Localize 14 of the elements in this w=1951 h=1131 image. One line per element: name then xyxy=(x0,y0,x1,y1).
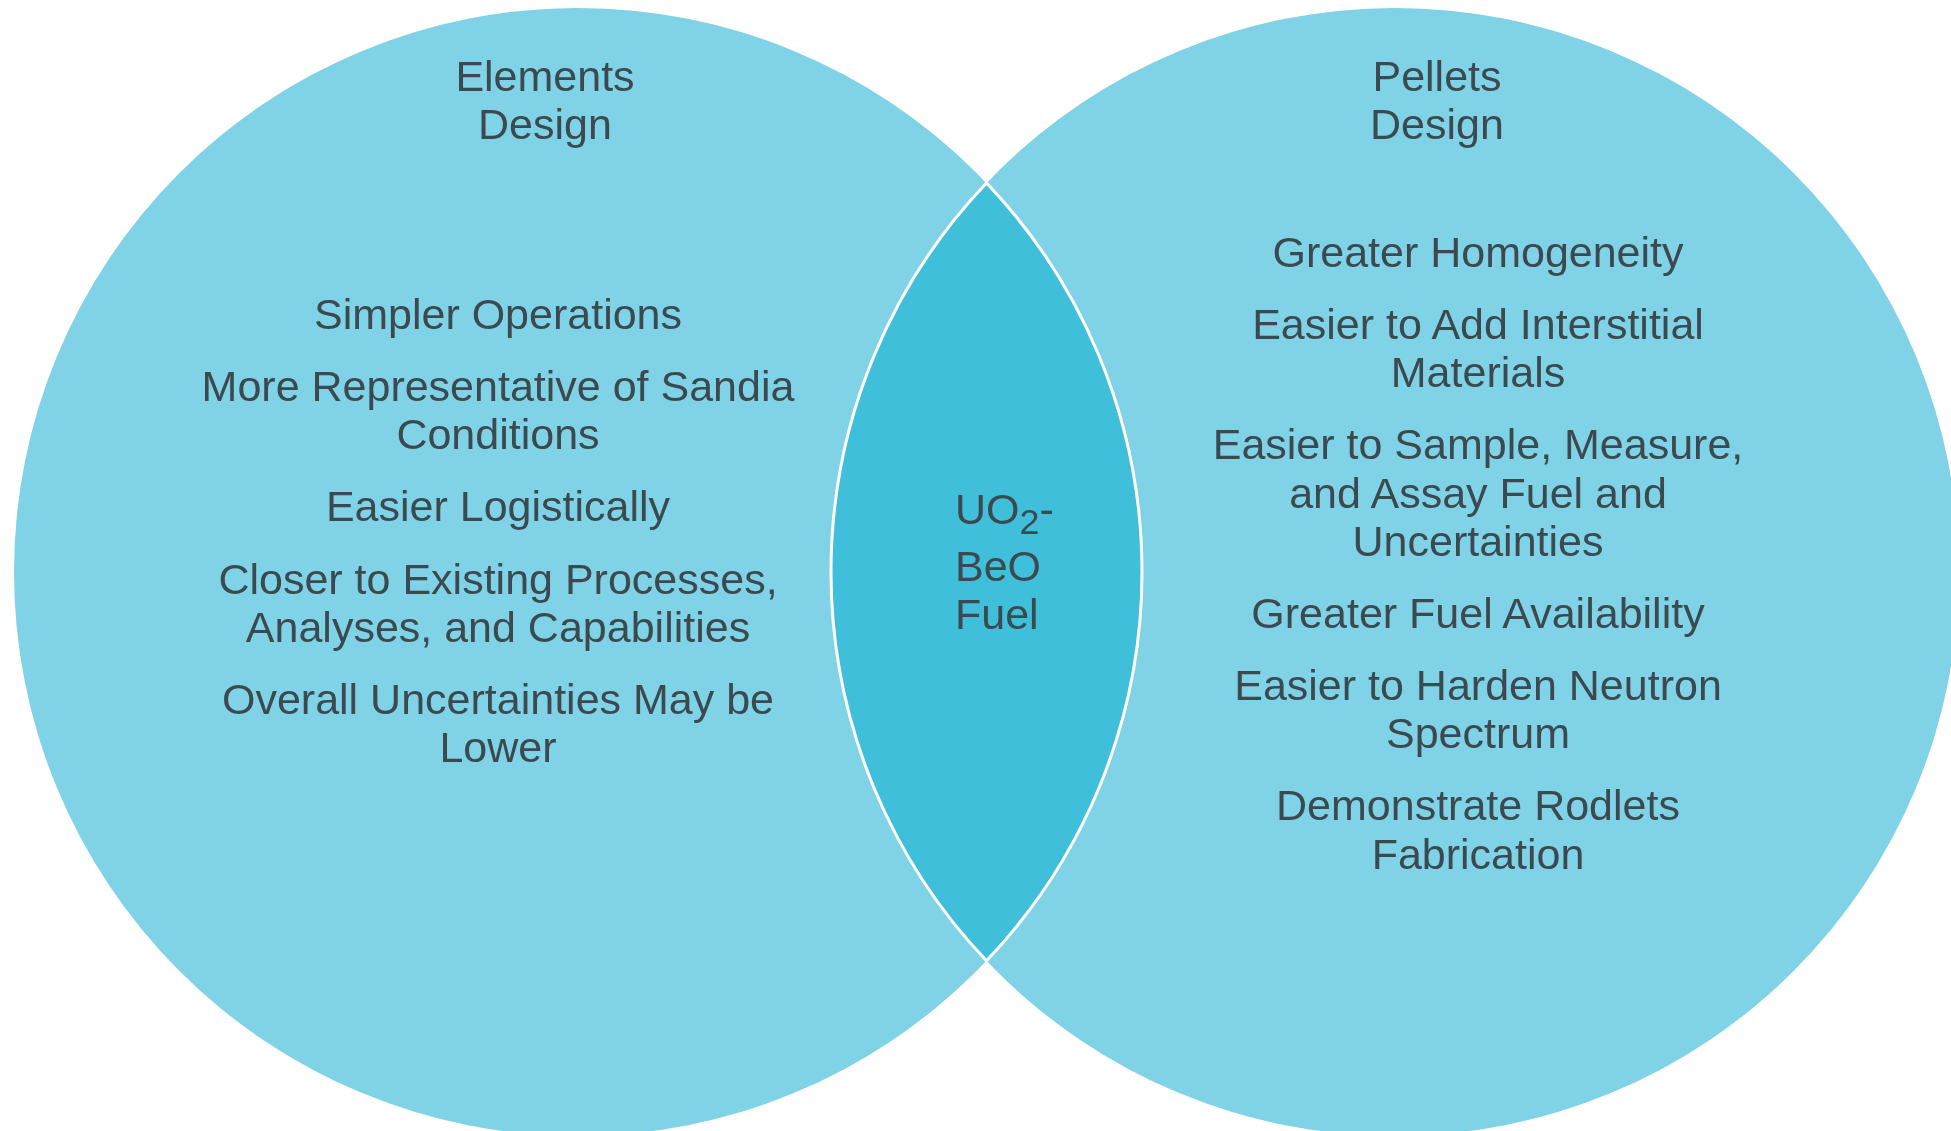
list-item: Closer to Existing Processes, Analyses, and Capabilities xyxy=(217,554,779,651)
list-item: Easier to Add Interstitial Materials xyxy=(1251,300,1705,397)
list-item: Overall Uncertainties May be Lower xyxy=(220,674,776,772)
list-item: Easier to Sample, Measure, and Assay Fuel and Uncertainties xyxy=(1211,420,1745,565)
list-item: Greater Fuel Availability xyxy=(1251,588,1705,638)
list-item: Simpler Operations xyxy=(313,290,682,339)
list-item: More Representative of Sandia Conditions xyxy=(200,362,796,459)
list-item: Easier to Harden Neutron Spectrum xyxy=(1233,661,1723,758)
list-item: Demonstrate Rodlets Fabrication xyxy=(1275,781,1681,878)
circle-heading: Pellets Design xyxy=(1369,52,1505,149)
list-item: Greater Homogeneity xyxy=(1272,228,1684,277)
list-item: Easier Logistically xyxy=(325,482,671,531)
circle-heading: Elements Design xyxy=(454,52,636,149)
center-label: UO$_{2}$- BeO Fuel xyxy=(955,485,1055,638)
